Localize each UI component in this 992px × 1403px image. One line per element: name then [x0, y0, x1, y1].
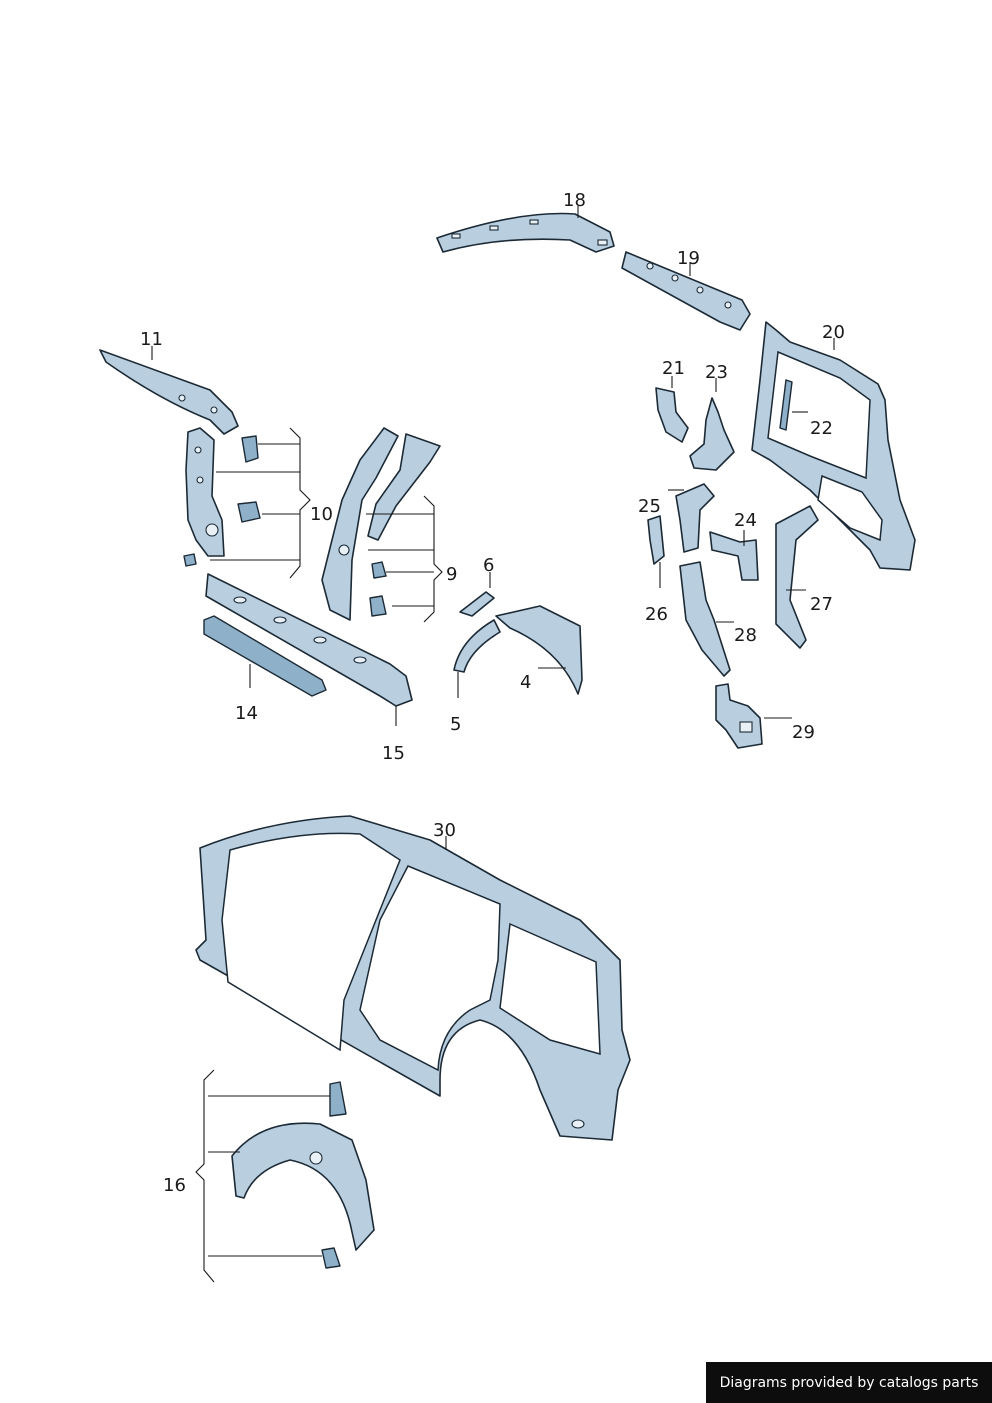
callout-18: 18	[563, 190, 586, 211]
part-20-quarter-inner[interactable]	[751, 321, 916, 571]
part-29-lock-pillar[interactable]	[715, 683, 763, 749]
callout-25: 25	[638, 496, 661, 517]
callout-10: 10	[310, 504, 333, 525]
part-16-wheelhouse-rear[interactable]	[231, 1081, 375, 1269]
callout-20: 20	[822, 322, 845, 343]
callout-4: 4	[520, 672, 531, 693]
part-4-wheelhouse-inner[interactable]	[495, 605, 583, 695]
callout-labels: 18 19 20 21 23 22 25 24 27 26 28 29 11 1…	[140, 190, 845, 1196]
part-26-pillar-piece[interactable]	[647, 515, 665, 565]
callout-27: 27	[810, 594, 833, 615]
leader-lines	[151, 206, 835, 1283]
part-27-pillar-strip[interactable]	[775, 505, 819, 649]
part-28-pillar-lower[interactable]	[679, 561, 731, 677]
callout-19: 19	[677, 248, 700, 269]
part-14-sill-reinforcement[interactable]	[203, 615, 327, 697]
part-25-pillar-reinforcement[interactable]	[675, 483, 715, 553]
callout-14: 14	[235, 703, 258, 724]
callout-24: 24	[734, 510, 757, 531]
part-5-wheelhouse-front[interactable]	[453, 619, 501, 673]
part-15-sill-inner[interactable]	[205, 573, 413, 707]
part-23-bracket[interactable]	[689, 397, 735, 471]
part-22-bracket[interactable]	[779, 379, 793, 431]
credit-banner[interactable]: Diagrams provided by catalogs parts	[706, 1362, 992, 1403]
callout-29: 29	[792, 722, 815, 743]
callout-15: 15	[382, 743, 405, 764]
callout-30: 30	[433, 820, 456, 841]
part-21-bracket[interactable]	[655, 387, 689, 443]
part-11-a-pillar-upper[interactable]	[99, 349, 239, 435]
part-24-bracket[interactable]	[709, 531, 759, 581]
part-6-bracket[interactable]	[459, 591, 495, 617]
callout-28: 28	[734, 625, 757, 646]
part-9-b-pillar[interactable]	[321, 427, 441, 621]
part-10-a-pillar-inner[interactable]	[183, 427, 261, 567]
callout-11: 11	[140, 329, 163, 350]
callout-26: 26	[645, 604, 668, 625]
callout-6: 6	[483, 555, 494, 576]
callout-21: 21	[662, 358, 685, 379]
part-19-roof-rail-rear[interactable]	[621, 251, 751, 331]
callout-5: 5	[450, 714, 461, 735]
callout-16: 16	[163, 1175, 186, 1196]
part-18-roof-rail[interactable]	[436, 212, 615, 253]
callout-22: 22	[810, 418, 833, 439]
callout-23: 23	[705, 362, 728, 383]
callout-9: 9	[446, 564, 457, 585]
part-30-side-panel[interactable]	[195, 815, 631, 1141]
